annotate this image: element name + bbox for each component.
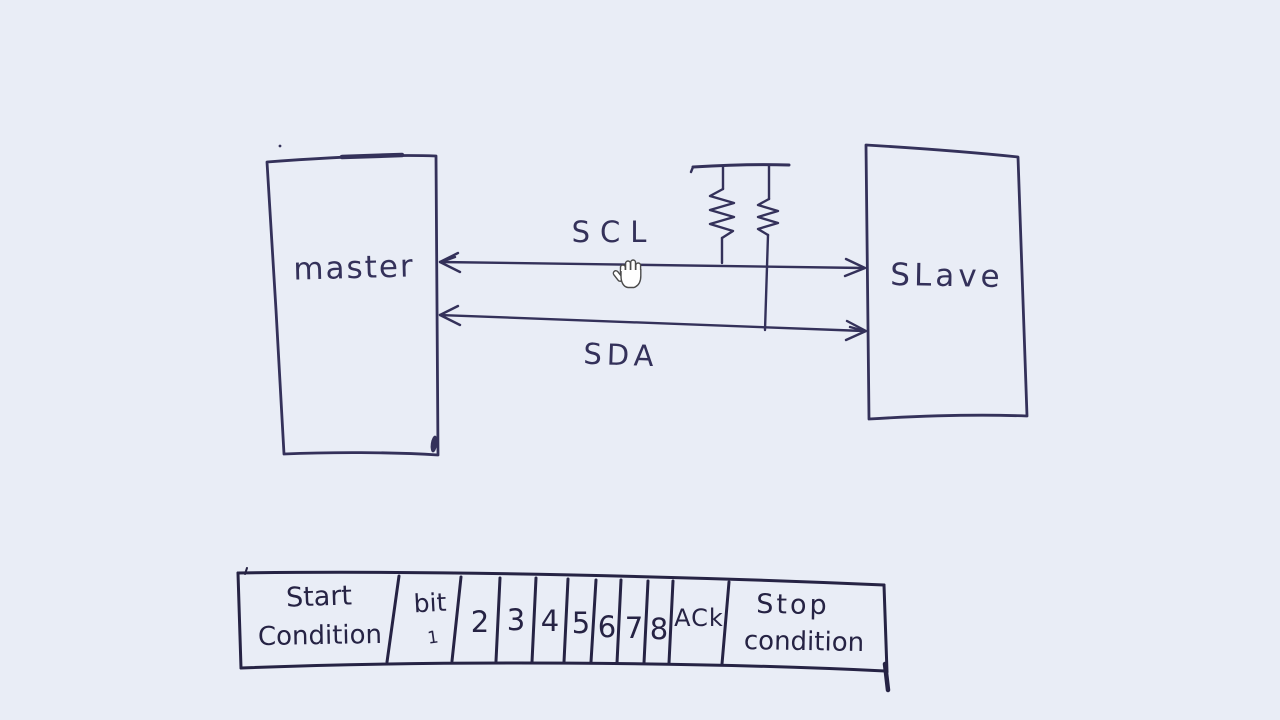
cell-divider xyxy=(450,575,463,663)
table-right-border xyxy=(882,583,889,674)
resistor-right-icon xyxy=(756,163,780,332)
scl-line xyxy=(438,251,867,278)
table-cell-stop-line2: condition xyxy=(743,625,865,659)
cell-divider xyxy=(562,577,570,664)
supply-rail xyxy=(691,163,791,169)
table-cell-stop-line1: Stop xyxy=(756,588,830,622)
master-label: master xyxy=(292,248,416,288)
pen-dot xyxy=(278,144,282,148)
cell-divider xyxy=(642,579,650,665)
cell-divider xyxy=(667,579,675,665)
table-cell-digit: 3 xyxy=(506,603,526,637)
cell-divider xyxy=(385,574,401,664)
table-cell-digit: 8 xyxy=(649,612,669,646)
table-cell-digit: 6 xyxy=(597,610,617,644)
resistor-left-icon xyxy=(708,164,736,265)
sda-line xyxy=(438,304,868,342)
table-cell-digit: 5 xyxy=(571,606,591,640)
ink-blob xyxy=(430,435,438,453)
hand-cursor-icon xyxy=(612,259,642,289)
table-cell-digit: 4 xyxy=(540,604,560,638)
table-cell-start-line1: Start xyxy=(285,580,353,614)
table-cell-start-line2: Condition xyxy=(257,619,383,653)
table-cell-ack: ACk xyxy=(674,604,724,632)
pen-tick xyxy=(244,567,248,575)
cell-divider xyxy=(494,576,502,663)
pullup-resistors xyxy=(689,163,791,332)
cell-divider xyxy=(720,580,731,666)
table-bottom-border xyxy=(239,661,887,673)
cell-divider xyxy=(530,576,538,664)
arrow-left-icon xyxy=(438,304,462,327)
table-cell-bit-line1: bit xyxy=(412,587,448,619)
ink-tail xyxy=(882,661,891,693)
table-top-border xyxy=(236,570,886,587)
slave-box xyxy=(864,143,1029,421)
slave-label: SLave xyxy=(890,257,1004,295)
cell-divider xyxy=(615,578,623,665)
master-box xyxy=(265,144,440,457)
table-left-border xyxy=(236,571,243,670)
scl-label: SCL xyxy=(571,215,657,249)
sda-label: SDA xyxy=(582,336,660,374)
frame-table-grid xyxy=(236,567,891,693)
table-cell-digit: 2 xyxy=(470,605,490,639)
cell-divider xyxy=(589,578,598,664)
table-cell-digit: 7 xyxy=(624,611,644,645)
arrow-right-icon xyxy=(843,257,867,278)
